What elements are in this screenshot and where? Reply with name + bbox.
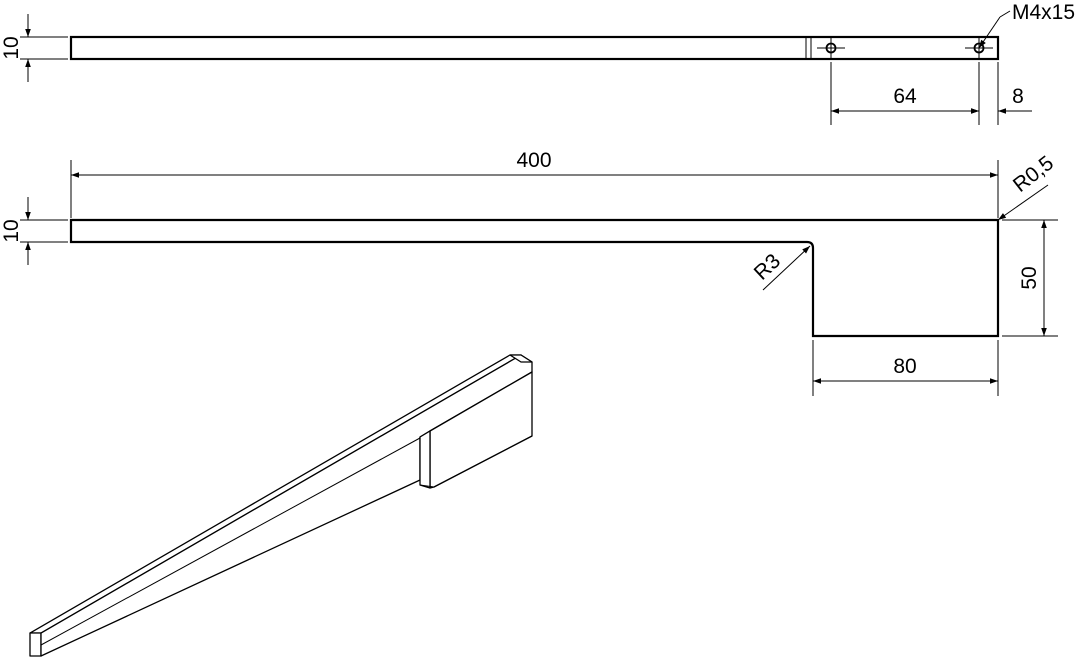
dim-height-top-label: 10 — [0, 36, 23, 59]
iso-bar-front-face — [29, 632, 42, 657]
dim-length: 400 — [70, 149, 999, 218]
corner-radius-label: R0,5 — [1009, 152, 1058, 197]
dim-tab-height: 50 — [1002, 219, 1058, 337]
top-view: 10 M4x15 64 8 — [0, 1, 1075, 125]
dim-tab-width: 80 — [812, 340, 999, 396]
mounting-hole-left — [817, 38, 845, 58]
corner-radius-callout: R0,5 — [997, 152, 1058, 221]
dim-tab-height-label: 50 — [1018, 266, 1041, 289]
dim-edge-offset: 8 — [960, 62, 1032, 125]
top-view-bar — [69, 35, 1000, 61]
inner-radius-callout: R3 — [750, 245, 811, 291]
dim-hole-spacing: 64 — [830, 62, 980, 125]
dim-hole-spacing-label: 64 — [893, 85, 917, 108]
iso-bar-side-face — [40, 354, 533, 657]
dim-tab-width-label: 80 — [893, 355, 916, 378]
dim-height-front-label: 10 — [0, 219, 23, 242]
dim-height-front: 10 — [0, 197, 68, 265]
iso-plate-top-edge — [509, 354, 533, 363]
thread-callout: M4x15 — [978, 1, 1075, 49]
iso-bar-top-face — [29, 354, 522, 634]
dim-height-top: 10 — [0, 14, 68, 82]
iso-tab-inner-face — [419, 430, 431, 489]
front-view-profile — [69, 218, 1000, 338]
thread-callout-label: M4x15 — [1012, 1, 1075, 24]
inner-radius-label: R3 — [750, 250, 785, 285]
isometric-view — [29, 354, 533, 657]
front-view: 400 10 R0,5 R3 50 — [0, 149, 1058, 396]
dim-length-label: 400 — [516, 149, 551, 172]
dim-edge-offset-label: 8 — [1012, 85, 1024, 108]
